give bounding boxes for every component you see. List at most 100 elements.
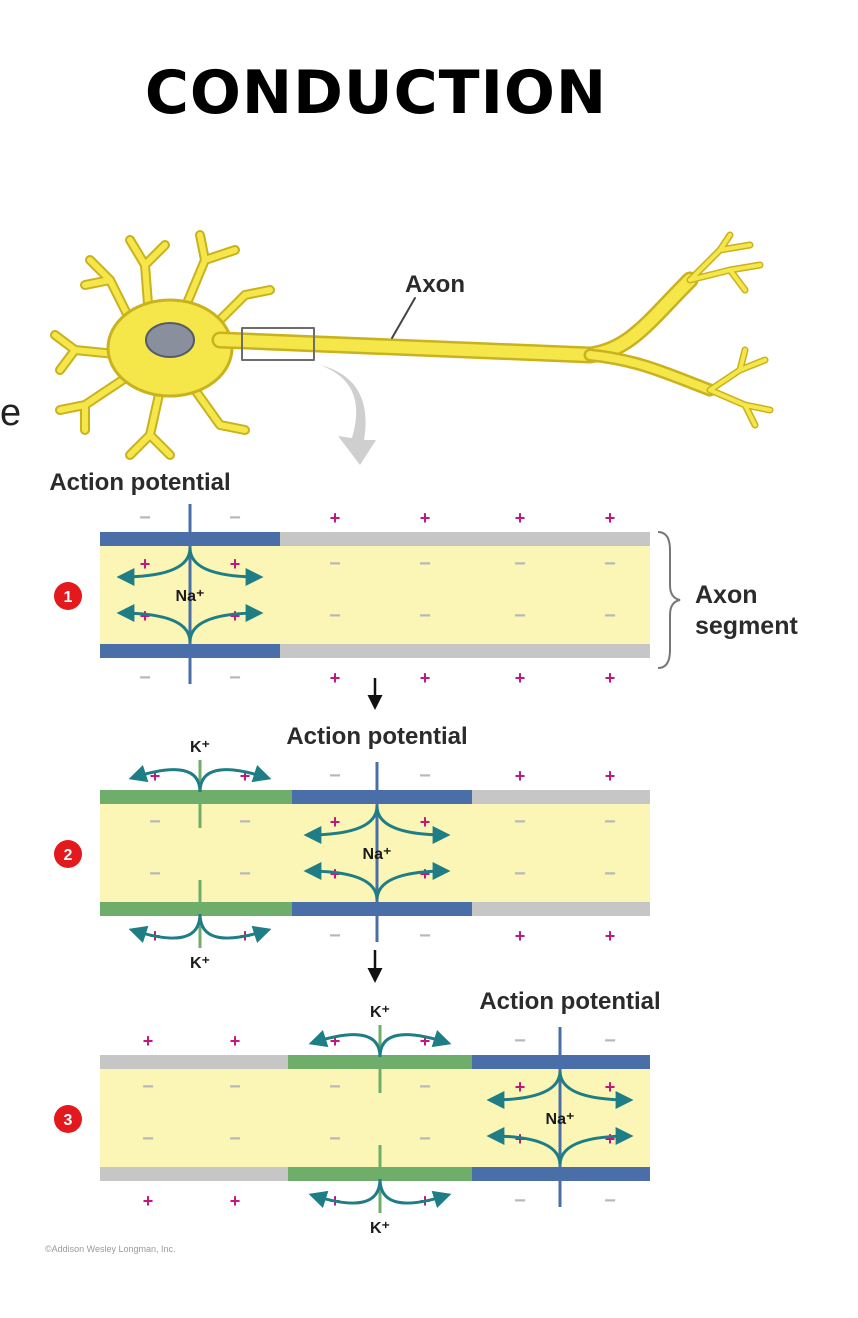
k-ion-label-bottom: K⁺ [190, 955, 210, 972]
charge-outside-bottom-plus: + [420, 668, 431, 688]
cropped-edge-letter: e [0, 392, 22, 434]
charge-inside-top-plus: + [330, 812, 341, 832]
charge-outside-top-minus: − [604, 1030, 616, 1052]
charge-inside-bottom-plus: + [330, 864, 341, 884]
membrane-top-segment [100, 1055, 288, 1069]
charge-inside-top-plus: + [230, 554, 241, 574]
axon-segment-label-line1: Axon [695, 581, 758, 609]
charge-outside-bottom-plus: + [330, 668, 341, 688]
charge-outside-bottom-minus: − [514, 1190, 526, 1212]
k-ion-label-top: K⁺ [370, 1004, 390, 1021]
na-influx-arrow-right [375, 805, 451, 844]
stage-3: ++++−−−−−−++−−−−++++++−−Na⁺Action potent… [54, 988, 661, 1237]
charge-inside-bottom-minus: − [604, 863, 616, 885]
charge-outside-top-plus: + [420, 508, 431, 528]
stage-2: ++−−++−−++−−−−++−−++−−++Na⁺Action potent… [54, 723, 650, 972]
membrane-bottom-segment [292, 902, 472, 916]
charge-outside-top-plus: + [420, 1031, 431, 1051]
charge-inside-top-minus: − [239, 811, 251, 833]
charge-outside-bottom-minus: − [229, 667, 241, 689]
na-ion-label: Na⁺ [546, 1111, 575, 1128]
k-ion-label-bottom: K⁺ [370, 1220, 390, 1237]
charge-inside-bottom-minus: − [419, 605, 431, 627]
na-ion-label: Na⁺ [363, 846, 392, 863]
axon-segment-bracket [657, 531, 681, 669]
charge-outside-bottom-minus: − [329, 925, 341, 947]
membrane-bottom-segment [100, 1167, 288, 1181]
k-efflux-arrow-bottom-right [378, 1178, 452, 1208]
zoom-arrow [320, 365, 376, 465]
charge-outside-top-minus: − [514, 1030, 526, 1052]
k-efflux-arrow-bottom-left [128, 913, 202, 943]
membrane-top-segment [100, 790, 292, 804]
step-badge [54, 840, 82, 868]
k-efflux-arrow-bottom-left [308, 1178, 382, 1208]
page-title: CONDUCTION [144, 58, 608, 128]
step-number: 1 [64, 589, 73, 606]
charge-inside-bottom-minus: − [229, 1128, 241, 1150]
charge-outside-top-minus: − [329, 765, 341, 787]
charge-inside-top-minus: − [514, 811, 526, 833]
na-ion-label: Na⁺ [176, 588, 205, 605]
membrane-bottom-segment [280, 644, 650, 658]
charge-outside-top-minus: − [139, 507, 151, 529]
charge-outside-top-plus: + [515, 508, 526, 528]
charge-inside-bottom-plus: + [605, 1129, 616, 1149]
charge-inside-top-minus: − [142, 1076, 154, 1098]
k-efflux-arrow-top-left [128, 765, 202, 793]
step-badge [54, 1105, 82, 1133]
charge-inside-top-plus: + [515, 1077, 526, 1097]
charge-inside-bottom-minus: − [142, 1128, 154, 1150]
charge-outside-bottom-plus: + [143, 1191, 154, 1211]
copyright-credit: ©Addison Wesley Longman, Inc. [45, 1244, 176, 1254]
charge-outside-bottom-plus: + [515, 668, 526, 688]
charge-inside-top-plus: + [420, 812, 431, 832]
charge-outside-top-plus: + [330, 1031, 341, 1051]
k-efflux-arrow-top-left [308, 1030, 382, 1058]
charge-inside-top-minus: − [329, 553, 341, 575]
k-efflux-arrow-top-right [198, 765, 272, 793]
k-efflux-arrow-bottom-right [198, 913, 272, 943]
charge-inside-top-minus: − [419, 1076, 431, 1098]
charge-inside-top-minus: − [149, 811, 161, 833]
charge-outside-bottom-minus: − [139, 667, 151, 689]
na-influx-arrow-right [375, 862, 451, 901]
step-number: 3 [64, 1112, 73, 1129]
charge-outside-top-plus: + [515, 766, 526, 786]
charge-outside-top-plus: + [143, 1031, 154, 1051]
membrane-top-segment [472, 790, 650, 804]
charge-inside-top-minus: − [604, 553, 616, 575]
membrane-bottom-segment [472, 902, 650, 916]
charge-outside-top-minus: − [229, 507, 241, 529]
charge-outside-bottom-plus: + [605, 926, 616, 946]
charge-inside-bottom-minus: − [329, 1128, 341, 1150]
charge-outside-top-plus: + [330, 508, 341, 528]
charge-inside-top-plus: + [140, 554, 151, 574]
charge-inside-bottom-minus: − [604, 605, 616, 627]
na-influx-arrow-right [558, 1070, 634, 1109]
action-potential-label: Action potential [479, 988, 660, 1015]
axon-leader-line [391, 297, 416, 339]
nucleus [145, 322, 195, 358]
charge-inside-bottom-minus: − [514, 863, 526, 885]
action-potential-label: Action potential [49, 469, 230, 496]
charge-outside-bottom-plus: + [230, 1191, 241, 1211]
axon-label: Axon [405, 271, 465, 298]
step-badge [54, 582, 82, 610]
k-efflux-arrow-top-right [378, 1030, 452, 1058]
charge-outside-top-minus: − [419, 765, 431, 787]
na-influx-arrow-right [188, 604, 264, 643]
charge-outside-bottom-minus: − [604, 1190, 616, 1212]
charge-inside-top-minus: − [604, 811, 616, 833]
stage-1: −−++++++−−−−++−−−−−−++++Na⁺Action potent… [49, 469, 650, 689]
charge-outside-bottom-plus: + [515, 926, 526, 946]
charge-inside-top-minus: − [329, 1076, 341, 1098]
k-ion-label-top: K⁺ [190, 739, 210, 756]
charge-outside-top-plus: + [605, 766, 616, 786]
charge-inside-bottom-minus: − [419, 1128, 431, 1150]
charge-inside-bottom-minus: − [149, 863, 161, 885]
na-influx-arrow-right [558, 1127, 634, 1166]
step-number: 2 [64, 847, 73, 864]
conduction-diagram: Axon − − + + + + + + − − − − + + − − − − − − + + + + Na⁺ Action p… [30, 210, 840, 1280]
charge-outside-top-plus: + [150, 766, 161, 786]
